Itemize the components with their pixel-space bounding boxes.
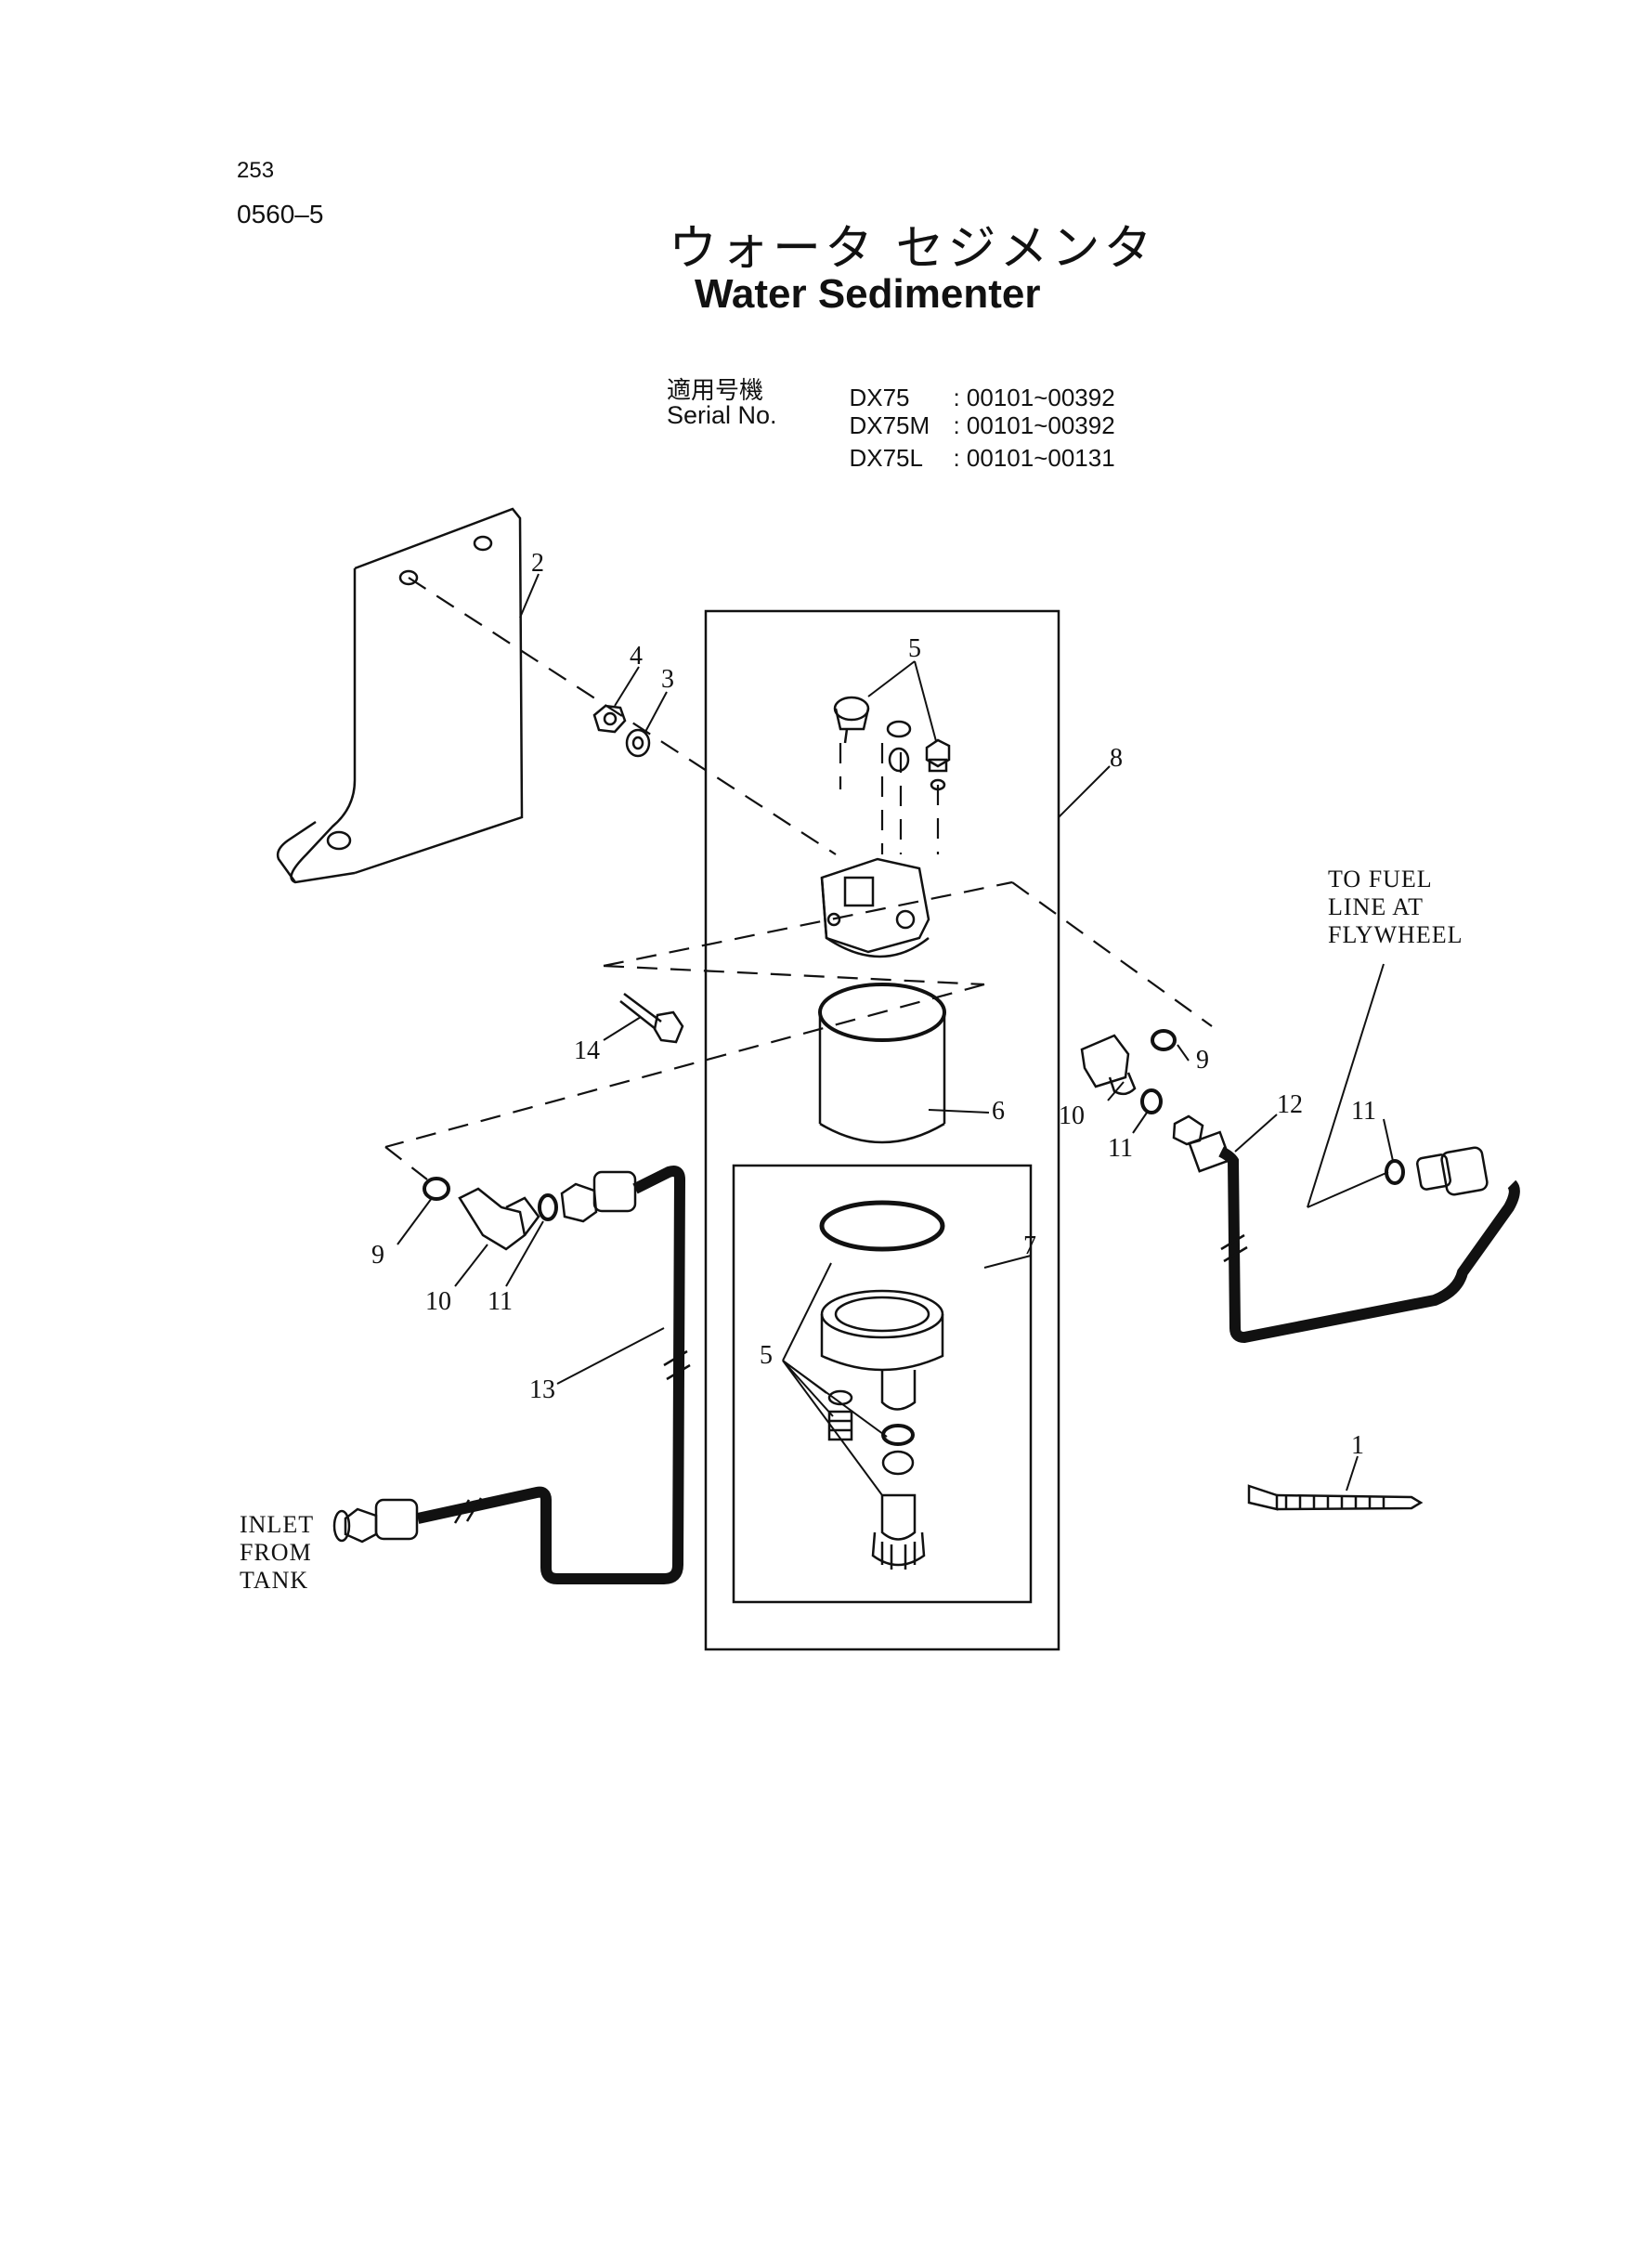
- callout-10-right: 10: [1059, 1101, 1085, 1130]
- o-ring: [1151, 1029, 1177, 1051]
- o-ring: [538, 1193, 558, 1221]
- fuel-hose-outlet: [1172, 1114, 1520, 1344]
- fuel-hose-inlet: [332, 1166, 691, 1584]
- serial-range: : 00101~00392: [953, 411, 1115, 439]
- callout-2: 2: [531, 549, 544, 578]
- callout-6: 6: [992, 1097, 1005, 1126]
- callout-10-left: 10: [425, 1287, 451, 1316]
- serial-model: DX75L: [849, 444, 923, 472]
- assembly-lines: [384, 577, 1213, 1180]
- callout-13: 13: [529, 1375, 555, 1404]
- elbow-fitting: [1080, 1034, 1137, 1096]
- bolt: [619, 993, 684, 1044]
- note-fuel-line: LINE AT: [1328, 893, 1424, 920]
- serial-label-english: Serial No.: [667, 401, 777, 429]
- filter-head: [820, 857, 930, 958]
- o-ring: [1385, 1159, 1405, 1185]
- serial-range: : 00101~00131: [953, 444, 1115, 472]
- drain-valve: [871, 1493, 926, 1570]
- callout-5-bowl: 5: [760, 1341, 773, 1370]
- filter-element: [818, 983, 946, 1144]
- callout-14: 14: [574, 1036, 600, 1065]
- callout-9-left: 9: [371, 1241, 384, 1270]
- o-ring: [827, 1389, 853, 1406]
- title-english: Water Sedimenter: [695, 271, 1041, 317]
- ball: [888, 747, 910, 773]
- serial-row: DX75 : 00101~00392: [836, 355, 1115, 412]
- page-number: 253: [237, 158, 275, 183]
- callout-7: 7: [1023, 1231, 1036, 1260]
- note-fuel-line: TO FUEL: [1328, 866, 1433, 892]
- drain-valve-seat: [881, 1450, 915, 1476]
- serial-model: DX75: [849, 384, 910, 411]
- title-japanese: ウォータ セジメンタ: [669, 221, 1156, 277]
- washer: [625, 728, 651, 758]
- drawing-code: 0560–5: [237, 200, 324, 228]
- note-fuel-line: FLYWHEEL: [1328, 921, 1463, 948]
- serial-label-japanese: 適用号機: [667, 377, 764, 405]
- o-ring: [423, 1177, 450, 1201]
- callout-4: 4: [630, 642, 643, 671]
- serial-range: : 00101~00392: [953, 384, 1115, 411]
- bleed-screw: [833, 696, 870, 744]
- o-ring-small: [930, 778, 946, 791]
- o-ring: [881, 1424, 915, 1446]
- note-inlet: TANK: [240, 1567, 308, 1594]
- callout-11-left: 11: [488, 1287, 513, 1316]
- note-inlet: INLET: [240, 1511, 314, 1538]
- leader-lines: [397, 573, 1394, 1496]
- callout-12: 12: [1277, 1090, 1303, 1119]
- o-ring: [886, 720, 912, 738]
- serial-model: DX75M: [849, 411, 930, 439]
- callout-8: 8: [1110, 744, 1123, 773]
- mounting-bracket: [276, 507, 524, 884]
- bowl: [819, 1200, 945, 1411]
- elbow-fitting: [458, 1187, 540, 1251]
- callout-5-top: 5: [908, 634, 921, 663]
- serial-row: DX75M : 00101~00392: [836, 383, 1115, 440]
- callout-9-right: 9: [1196, 1046, 1209, 1075]
- nut: [592, 704, 627, 734]
- callout-3: 3: [661, 665, 674, 694]
- bowl-assembly-box: [732, 1164, 1033, 1604]
- sedimenter-assembly-box: [704, 609, 1060, 1651]
- o-ring: [1140, 1088, 1163, 1114]
- callout-11-mid: 11: [1108, 1134, 1133, 1163]
- callout-11-right: 11: [1351, 1097, 1376, 1126]
- note-inlet: FROM: [240, 1539, 312, 1566]
- hose-fitting: [560, 1170, 637, 1223]
- serial-row: DX75L : 00101~00131: [836, 415, 1115, 473]
- callout-1: 1: [1351, 1431, 1364, 1460]
- plug: [925, 738, 951, 773]
- cable-tie: [1247, 1484, 1424, 1511]
